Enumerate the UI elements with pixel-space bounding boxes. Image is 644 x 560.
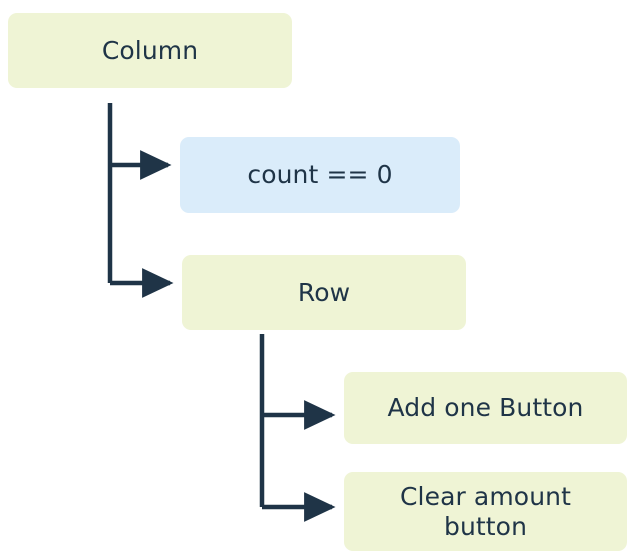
edge-column-to-children [107, 103, 174, 298]
node-clear-amount-button[interactable]: Clear amount button [344, 472, 627, 551]
node-row[interactable]: Row [182, 255, 466, 330]
node-add-one-button[interactable]: Add one Button [344, 372, 627, 444]
node-column[interactable]: Column [8, 13, 292, 88]
node-count-condition[interactable]: count == 0 [180, 137, 460, 213]
edge-row-to-children [259, 334, 336, 522]
